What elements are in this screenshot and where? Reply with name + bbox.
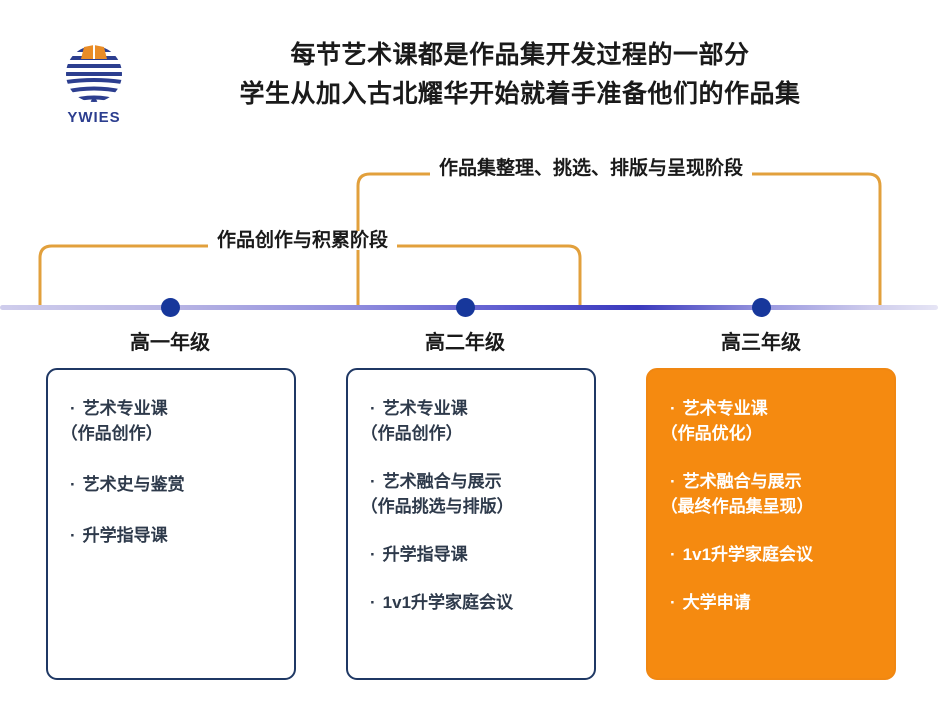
- bullet-dot-icon: ·: [670, 472, 676, 491]
- title-line-2: 学生从加入古北耀华开始就着手准备他们的作品集: [239, 80, 801, 108]
- bullet-dot-icon: ·: [370, 593, 376, 612]
- bullet-dot-icon: ·: [70, 526, 76, 545]
- card-grade-3-body: · 艺术专业课 （作品优化） · 艺术融合与展示 （最终作品集呈现） · 1v1…: [648, 370, 894, 656]
- list-item: · 大学申请: [670, 590, 880, 615]
- list-item-main: 艺术专业课: [82, 399, 168, 418]
- list-item-main: 艺术融合与展示: [382, 472, 502, 491]
- header: YWIES 每节艺术课都是作品集开发过程的一部分 学生从加入古北耀华开始就着手准…: [0, 0, 938, 148]
- timeline-dot-grade-3[interactable]: [752, 298, 771, 317]
- bullet-dot-icon: ·: [670, 593, 676, 612]
- list-item-main: 升学指导课: [382, 545, 468, 564]
- card-grade-1-body: · 艺术专业课 （作品创作） · 艺术史与鉴赏 · 升学指导课: [48, 370, 294, 592]
- list-item-sub: （作品创作）: [60, 424, 163, 443]
- list-item-sub: （作品创作）: [360, 424, 463, 443]
- list-item-sub: （作品优化）: [660, 424, 763, 443]
- lower-phase-label: 作品创作与积累阶段: [208, 231, 398, 250]
- list-item: · 艺术融合与展示 （最终作品集呈现）: [661, 469, 880, 519]
- upper-phase-label: 作品集整理、挑选、排版与呈现阶段: [430, 159, 753, 178]
- bullet-dot-icon: ·: [70, 475, 76, 494]
- grade-label-3: 高三年级: [721, 332, 801, 354]
- list-item: · 艺术专业课 （作品优化）: [661, 396, 880, 446]
- list-item: · 升学指导课: [70, 523, 280, 548]
- list-item: · 升学指导课: [370, 542, 580, 567]
- bullet-dot-icon: ·: [370, 472, 376, 491]
- bullet-dot-icon: ·: [370, 545, 376, 564]
- title-line-1: 每节艺术课都是作品集开发过程的一部分: [290, 41, 750, 69]
- timeline-dot-grade-2[interactable]: [456, 298, 475, 317]
- bullet-dot-icon: ·: [670, 545, 676, 564]
- bullet-dot-icon: ·: [70, 399, 76, 418]
- school-logo: YWIES: [48, 36, 140, 126]
- grade-label-1: 高一年级: [130, 332, 210, 354]
- list-item-main: 艺术融合与展示: [682, 472, 802, 491]
- list-item-main: 艺术史与鉴赏: [82, 475, 185, 494]
- list-item: · 艺术史与鉴赏: [70, 472, 280, 497]
- open-book-shape: [81, 44, 107, 59]
- page-title: 每节艺术课都是作品集开发过程的一部分 学生从加入古北耀华开始就着手准备他们的作品…: [140, 36, 900, 114]
- list-item: · 艺术专业课 （作品创作）: [361, 396, 580, 446]
- phase-brackets: 作品集整理、挑选、排版与呈现阶段 作品创作与积累阶段: [0, 148, 938, 320]
- list-item-main: 艺术专业课: [682, 399, 768, 418]
- list-item-main: 1v1升学家庭会议: [682, 545, 814, 564]
- card-grade-3[interactable]: · 艺术专业课 （作品优化） · 艺术融合与展示 （最终作品集呈现） · 1v1…: [646, 368, 896, 680]
- list-item-main: 1v1升学家庭会议: [382, 593, 514, 612]
- list-item-main: 大学申请: [682, 593, 751, 612]
- grade-label-2: 高二年级: [425, 332, 505, 354]
- list-item-main: 升学指导课: [82, 526, 168, 545]
- timeline-dot-grade-1[interactable]: [161, 298, 180, 317]
- card-grade-1[interactable]: · 艺术专业课 （作品创作） · 艺术史与鉴赏 · 升学指导课: [46, 368, 296, 680]
- timeline: 高一年级 高二年级 高三年级: [0, 296, 938, 366]
- ywies-globe-book-icon: [66, 44, 122, 102]
- card-grade-2-body: · 艺术专业课 （作品创作） · 艺术融合与展示 （作品挑选与排版） · 升学指…: [348, 370, 594, 656]
- bullet-dot-icon: ·: [370, 399, 376, 418]
- list-item: · 艺术融合与展示 （作品挑选与排版）: [361, 469, 580, 519]
- bullet-dot-icon: ·: [670, 399, 676, 418]
- card-grade-2[interactable]: · 艺术专业课 （作品创作） · 艺术融合与展示 （作品挑选与排版） · 升学指…: [346, 368, 596, 680]
- list-item-main: 艺术专业课: [382, 399, 468, 418]
- list-item-sub: （作品挑选与排版）: [360, 497, 514, 516]
- list-item: · 1v1升学家庭会议: [670, 542, 880, 567]
- list-item: · 艺术专业课 （作品创作）: [61, 396, 280, 446]
- list-item-sub: （最终作品集呈现）: [660, 497, 814, 516]
- logo-wordmark: YWIES: [67, 109, 121, 126]
- list-item: · 1v1升学家庭会议: [370, 590, 580, 615]
